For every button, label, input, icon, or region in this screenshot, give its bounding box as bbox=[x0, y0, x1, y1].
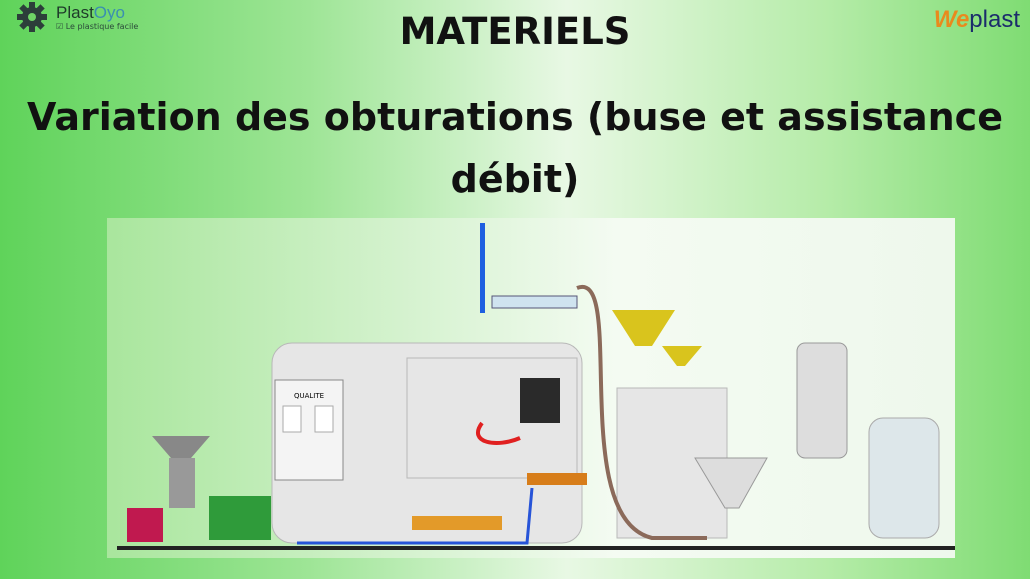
brand-name: Plast bbox=[56, 2, 94, 22]
logo-we: We bbox=[933, 6, 970, 33]
drum bbox=[868, 417, 940, 539]
check-icon: ☑ bbox=[56, 21, 64, 31]
funnel-yellow bbox=[612, 310, 675, 346]
bin-red bbox=[127, 508, 163, 542]
cooling-hose bbox=[297, 487, 534, 545]
mold bbox=[520, 378, 560, 423]
logo-plast: plast bbox=[969, 6, 1020, 33]
injection-machine-illustration: QUALITE bbox=[107, 218, 955, 558]
bin-green bbox=[209, 496, 271, 540]
robot-arm bbox=[480, 223, 485, 313]
qualite-cabinet: QUALITE bbox=[274, 379, 344, 481]
slide-title: MATERIELS bbox=[399, 10, 631, 53]
tray-orange bbox=[412, 516, 502, 530]
funnel-yellow-2 bbox=[662, 346, 702, 366]
tagline: Le plastique facile bbox=[65, 21, 139, 31]
hopper-left bbox=[152, 436, 210, 508]
dryer bbox=[796, 342, 848, 459]
qualite-label: QUALITE bbox=[294, 392, 324, 400]
funnel-grey bbox=[694, 457, 768, 509]
slide-subtitle: Variation des obturations (buse et assis… bbox=[27, 95, 1003, 201]
brand-name-accent: Oyo bbox=[93, 2, 125, 22]
plastoyo-logo: PlastOyo ☑ Le plastique facile bbox=[14, 2, 138, 32]
feed-hose bbox=[576, 284, 707, 540]
floor bbox=[117, 546, 955, 550]
gear-icon bbox=[17, 2, 47, 32]
weplast-logo: Weplast bbox=[934, 6, 1020, 34]
